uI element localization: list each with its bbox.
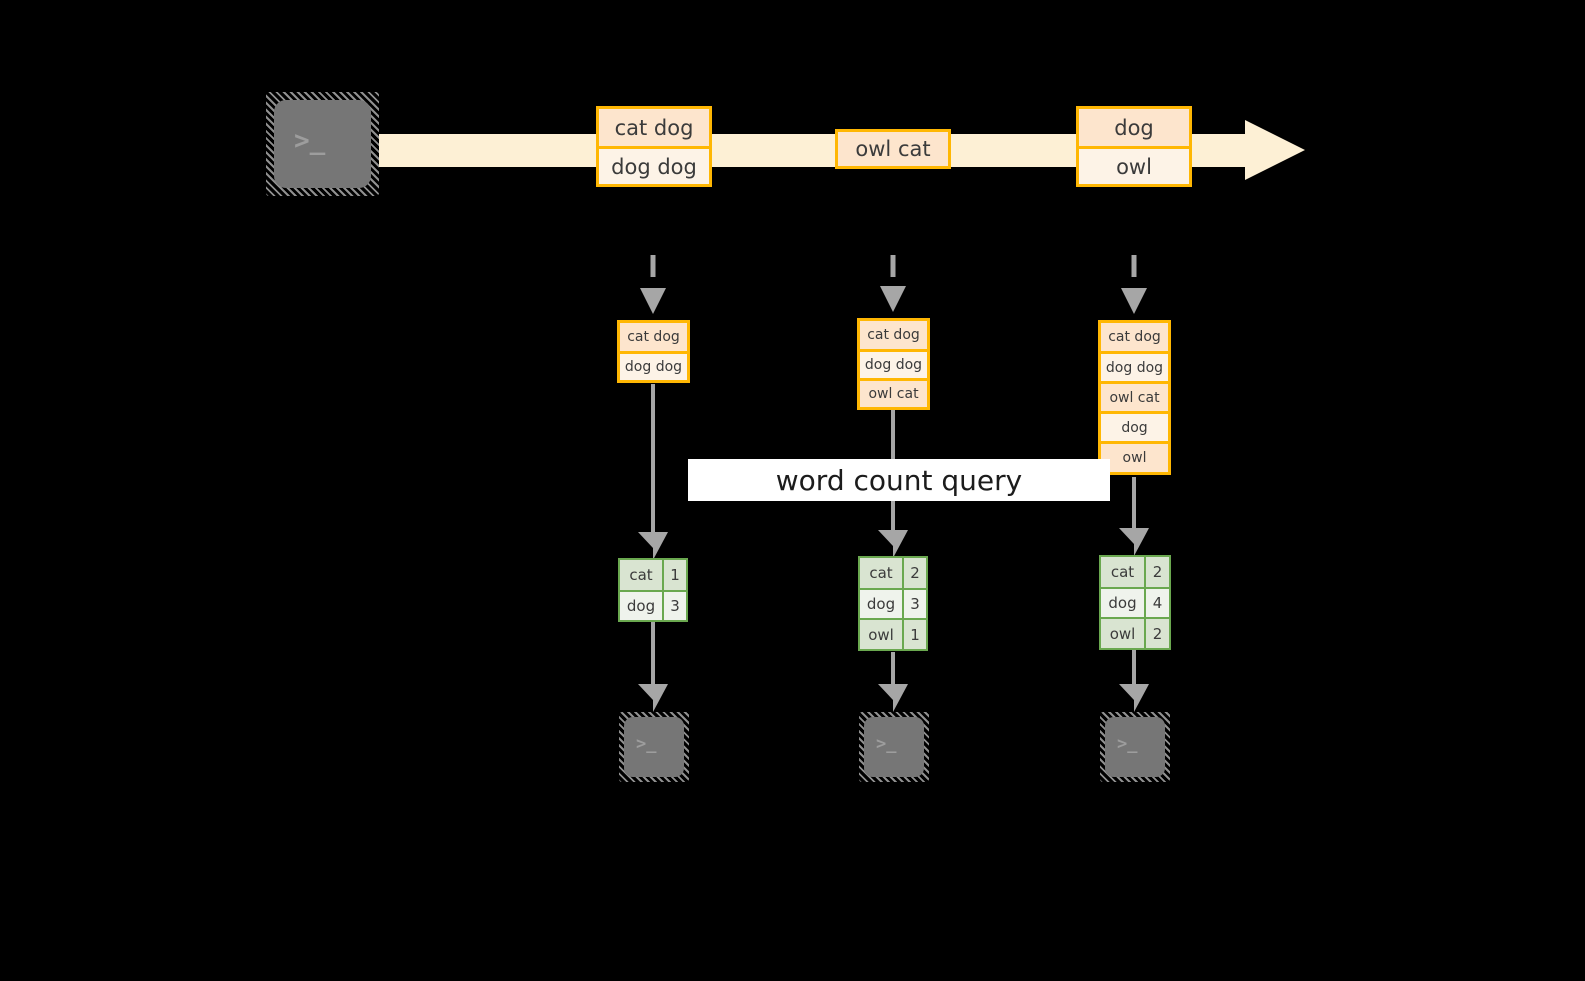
sink-arrow-head-2 <box>878 684 908 712</box>
query-arrow-head-3 <box>1119 528 1149 556</box>
table-row: cat 1 <box>620 560 686 590</box>
terminal-body <box>274 100 371 188</box>
query-arrow-head-2 <box>878 530 908 558</box>
source-terminal-icon[interactable]: >_ <box>266 92 379 196</box>
query-label: word count query <box>688 459 1110 501</box>
count-cell: 2 <box>1146 557 1169 587</box>
stream-event-line: dog <box>1079 109 1189 146</box>
input-line: owl cat <box>860 378 927 407</box>
word-cell: dog <box>1101 589 1146 617</box>
input-line: dog <box>1101 411 1168 441</box>
stream-event-2[interactable]: owl cat <box>835 129 951 169</box>
stream-event-line: owl cat <box>838 132 948 166</box>
stream-event-line: dog dog <box>599 146 709 184</box>
sink-arrow-head-3 <box>1119 684 1149 712</box>
word-cell: dog <box>620 592 664 620</box>
count-cell: 2 <box>1146 619 1169 648</box>
input-line: cat dog <box>1101 323 1168 351</box>
terminal-prompt-glyph: >_ <box>294 126 326 156</box>
input-line: cat dog <box>860 321 927 349</box>
table-row: cat 2 <box>1101 557 1169 587</box>
input-line: cat dog <box>620 323 687 351</box>
word-cell: dog <box>860 590 904 618</box>
feed-arrow-head-1 <box>640 288 666 314</box>
word-cell: cat <box>620 560 664 590</box>
sink-terminal-icon-2[interactable]: >_ <box>859 712 929 782</box>
stream-event-line: cat dog <box>599 109 709 146</box>
table-row: dog 3 <box>620 590 686 620</box>
stream-event-line: owl <box>1079 146 1189 184</box>
table-row: cat 2 <box>860 558 926 588</box>
terminal-body <box>1105 717 1165 777</box>
input-line: owl <box>1101 441 1168 472</box>
count-cell: 2 <box>904 558 926 588</box>
input-line: dog dog <box>860 349 927 378</box>
word-cell: cat <box>860 558 904 588</box>
snapshot-input-list-1[interactable]: cat dog dog dog <box>617 320 690 383</box>
terminal-prompt-glyph: >_ <box>1117 734 1138 754</box>
result-table-3[interactable]: cat 2 dog 4 owl 2 <box>1099 555 1171 650</box>
result-table-2[interactable]: cat 2 dog 3 owl 1 <box>858 556 928 651</box>
snapshot-input-list-2[interactable]: cat dog dog dog owl cat <box>857 318 930 410</box>
feed-arrow-head-2 <box>880 286 906 312</box>
input-line: dog dog <box>620 351 687 380</box>
terminal-prompt-glyph: >_ <box>876 734 897 754</box>
count-cell: 3 <box>664 592 686 620</box>
word-cell: cat <box>1101 557 1146 587</box>
table-row: owl 2 <box>1101 617 1169 648</box>
count-cell: 4 <box>1146 589 1169 617</box>
word-cell: owl <box>1101 619 1146 648</box>
feed-arrow-head-3 <box>1121 288 1147 314</box>
terminal-prompt-glyph: >_ <box>636 734 657 754</box>
count-cell: 3 <box>904 590 926 618</box>
input-line: dog dog <box>1101 351 1168 381</box>
terminal-body <box>864 717 924 777</box>
result-table-1[interactable]: cat 1 dog 3 <box>618 558 688 622</box>
stream-event-1[interactable]: cat dog dog dog <box>596 106 712 187</box>
terminal-body <box>624 717 684 777</box>
stream-event-3[interactable]: dog owl <box>1076 106 1192 187</box>
sink-terminal-icon-3[interactable]: >_ <box>1100 712 1170 782</box>
sink-arrow-head-1 <box>638 684 668 712</box>
input-line: owl cat <box>1101 381 1168 411</box>
count-cell: 1 <box>904 620 926 649</box>
query-arrow-head-1 <box>638 532 668 560</box>
table-row: owl 1 <box>860 618 926 649</box>
table-row: dog 4 <box>1101 587 1169 617</box>
word-cell: owl <box>860 620 904 649</box>
table-row: dog 3 <box>860 588 926 618</box>
snapshot-input-list-3[interactable]: cat dog dog dog owl cat dog owl <box>1098 320 1171 475</box>
count-cell: 1 <box>664 560 686 590</box>
sink-terminal-icon-1[interactable]: >_ <box>619 712 689 782</box>
